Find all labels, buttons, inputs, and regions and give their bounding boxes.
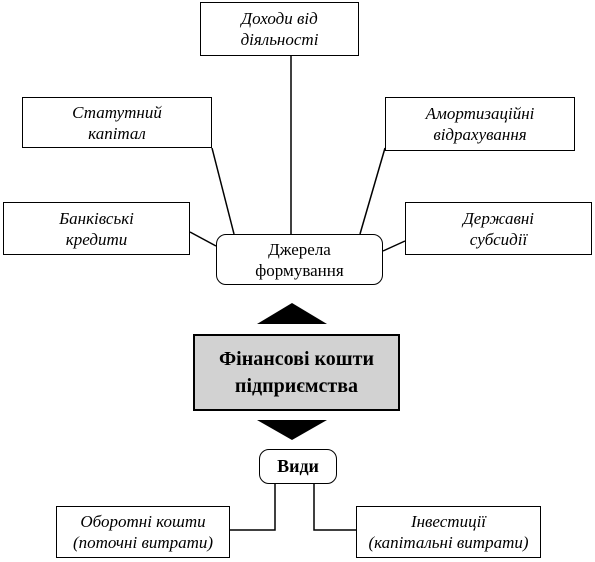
source-credits-line2: кредити [65,229,128,249]
source-amortization-box: Амортизаційні відрахування [385,97,575,151]
source-capital-box: Статутний капітал [22,97,212,148]
source-subsidies-line1: Державні [462,208,535,228]
arrow-up-icon [257,303,327,324]
types-hub-box: Види [259,449,337,484]
type-investments-line2: (капітальні витрати) [368,533,529,552]
type-working-capital-box: Оборотні кошти (поточні витрати) [56,506,230,558]
source-amortization-line1: Амортизаційні [425,104,535,123]
source-capital-line2: капітал [88,123,146,143]
connector-credits [189,231,217,247]
connector-subsidies [382,240,406,252]
type-investments-line1: Інвестиції [410,512,487,531]
type-working-capital-line1: Оборотні кошти [80,512,206,531]
source-capital-line1: Статутний [72,102,162,122]
source-income-line2: діяльності [240,30,319,49]
source-subsidies-box: Державні субсидії [405,202,592,255]
sources-hub-line1: Джерела [268,239,331,259]
sources-hub-line2: формування [255,260,344,280]
source-subsidies-line2: субсидії [469,229,528,249]
center-box: Фінансові кошти підприємства [193,334,400,411]
source-credits-line1: Банківські [59,208,134,228]
source-income-line1: Доходи від [241,9,318,28]
sources-hub-box: Джерела формування [216,234,383,285]
types-hub-label: Види [277,456,319,476]
connector-capital [211,147,235,235]
connector-investments [313,484,356,531]
connector-working-capital [230,484,276,531]
center-line1: Фінансові кошти [218,347,374,370]
source-credits-box: Банківські кредити [3,202,190,255]
connector-amortization [359,147,386,235]
type-investments-box: Інвестиції (капітальні витрати) [356,506,541,558]
source-amortization-line2: відрахування [433,125,527,144]
type-working-capital-line2: (поточні витрати) [72,533,214,552]
source-income-box: Доходи від діяльності [200,2,359,56]
arrow-down-icon [257,420,327,440]
center-line2: підприємства [234,374,359,397]
